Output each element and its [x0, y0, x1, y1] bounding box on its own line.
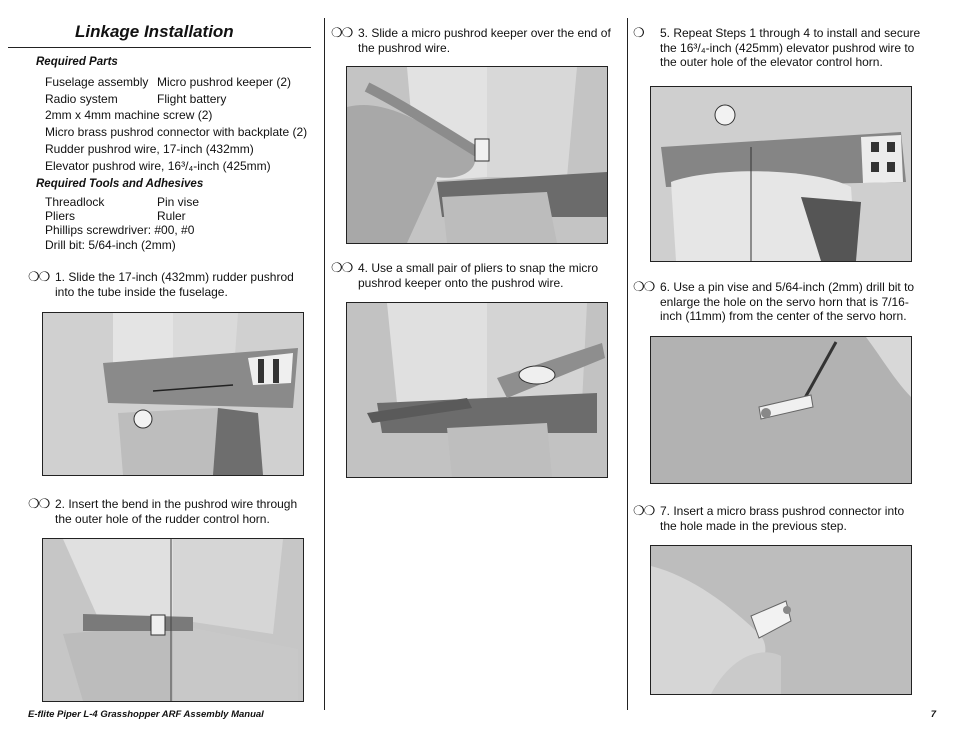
tool-item: Pin vise	[157, 195, 200, 209]
tools-row: Threadlock Pin vise	[45, 195, 199, 209]
step-1: ❍❍ 1. Slide the 17-inch (432mm) rudder p…	[28, 269, 316, 299]
step-checkbox[interactable]: ❍❍	[633, 503, 655, 518]
step-6-photo	[650, 336, 912, 484]
step-4: ❍❍ 4. Use a small pair of pliers to snap…	[331, 260, 611, 290]
part-item: Elevator pushrod wire, 16³/₄-inch (425mm…	[45, 159, 271, 173]
parts-row: Fuselage assembly Micro pushrod keeper (…	[45, 75, 291, 89]
step-1-photo	[42, 312, 304, 476]
part-item: Rudder pushrod wire, 17-inch (432mm)	[45, 142, 254, 156]
tool-item: Pliers	[45, 209, 76, 223]
tool-item: Ruler	[157, 209, 186, 223]
step-7: ❍❍ 7. Insert a micro brass pushrod conne…	[633, 503, 921, 533]
step-text: 4. Use a small pair of pliers to snap th…	[358, 261, 599, 290]
step-checkbox[interactable]: ❍❍	[331, 260, 353, 275]
step-text: 7. Insert a micro brass pushrod connecto…	[660, 504, 905, 533]
step-5-photo	[650, 86, 912, 262]
tool-item: Phillips screwdriver: #00, #0	[45, 223, 195, 237]
step-checkbox[interactable]: ❍❍	[633, 279, 655, 294]
step-text: 3. Slide a micro pushrod keeper over the…	[358, 26, 611, 55]
step-text: 6. Use a pin vise and 5/64-inch (2mm) dr…	[660, 280, 915, 323]
required-parts-heading: Required Parts	[36, 56, 118, 68]
part-item: Flight battery	[157, 92, 227, 106]
required-tools-heading: Required Tools and Adhesives	[36, 178, 204, 190]
step-checkbox[interactable]: ❍❍	[331, 25, 353, 40]
parts-row: Rudder pushrod wire, 17-inch (432mm)	[45, 142, 254, 156]
step-2: ❍❍ 2. Insert the bend in the pushrod wir…	[28, 496, 316, 526]
tools-row: Phillips screwdriver: #00, #0	[45, 223, 194, 237]
tool-item: Threadlock	[45, 195, 105, 209]
step-checkbox[interactable]: ❍❍	[28, 269, 50, 284]
title-underline	[8, 47, 311, 48]
step-6: ❍❍ 6. Use a pin vise and 5/64-inch (2mm)…	[633, 279, 921, 324]
page-number: 7	[930, 709, 936, 720]
step-text: 2. Insert the bend in the pushrod wire t…	[55, 497, 298, 526]
part-item: Radio system	[45, 92, 118, 106]
page-title: Linkage Installation	[75, 22, 234, 41]
part-item: 2mm x 4mm machine screw (2)	[45, 108, 213, 122]
step-2-photo	[42, 538, 304, 702]
step-3-photo	[346, 66, 608, 244]
tools-row: Pliers Ruler	[45, 209, 186, 223]
step-4-photo	[346, 302, 608, 478]
step-5: ❍ 5. Repeat Steps 1 through 4 to install…	[633, 25, 921, 70]
step-text: 5. Repeat Steps 1 through 4 to install a…	[660, 26, 921, 69]
tools-row: Drill bit: 5/64-inch (2mm)	[45, 238, 176, 252]
parts-row: Micro brass pushrod connector with backp…	[45, 125, 307, 139]
step-checkbox[interactable]: ❍❍	[28, 496, 50, 511]
parts-row: Elevator pushrod wire, 16³/₄-inch (425mm…	[45, 159, 271, 173]
part-item: Micro pushrod keeper (2)	[157, 75, 292, 89]
column-divider-2	[627, 18, 628, 710]
footer-manual-title: E-flite Piper L-4 Grasshopper ARF Assemb…	[28, 709, 264, 720]
step-7-photo	[650, 545, 912, 695]
part-item: Fuselage assembly	[45, 75, 149, 89]
step-3: ❍❍ 3. Slide a micro pushrod keeper over …	[331, 25, 611, 55]
parts-row: 2mm x 4mm machine screw (2)	[45, 108, 212, 122]
part-item: Micro brass pushrod connector with backp…	[45, 125, 308, 139]
column-divider-1	[324, 18, 325, 710]
tool-item: Drill bit: 5/64-inch (2mm)	[45, 238, 176, 252]
step-checkbox[interactable]: ❍	[633, 25, 645, 40]
step-text: 1. Slide the 17-inch (432mm) rudder push…	[55, 270, 294, 299]
parts-row: Radio system Flight battery	[45, 92, 226, 106]
